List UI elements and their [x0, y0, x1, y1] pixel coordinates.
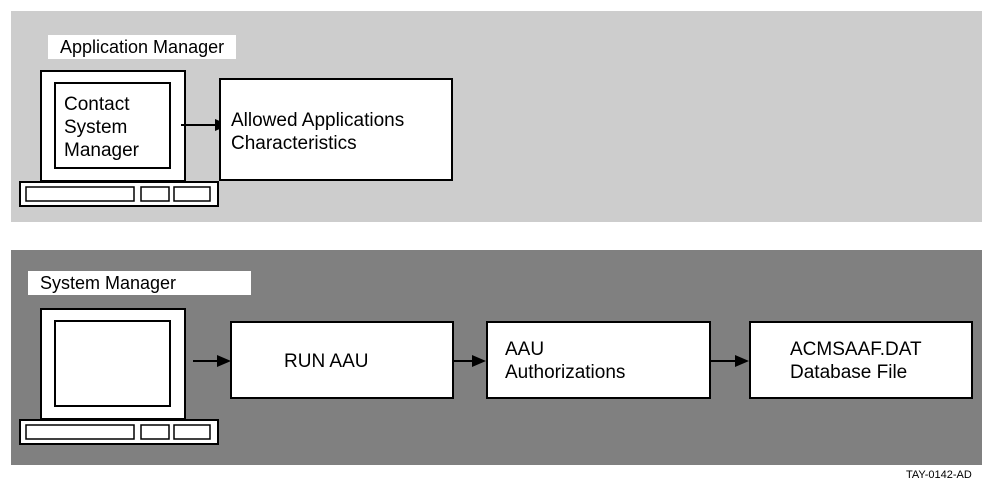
system-manager-panel: System Manager RUN AAU AAU Authorization…	[11, 250, 982, 465]
computer-icon	[19, 308, 219, 445]
application-manager-panel: Application Manager Contact System Manag…	[11, 11, 982, 222]
box-line: Characteristics	[231, 133, 357, 154]
arrow-right-icon	[711, 355, 749, 367]
aau-authorizations-box: AAU Authorizations	[486, 321, 711, 399]
computer-screen-text: Contact System Manager	[64, 93, 139, 162]
box-line: RUN AAU	[284, 351, 369, 372]
application-manager-label: Application Manager	[48, 35, 237, 59]
screen-line: Manager	[64, 140, 139, 161]
arrow-right-icon	[193, 355, 231, 367]
box-line: AAU	[505, 339, 545, 360]
box-line: Authorizations	[505, 362, 626, 383]
figure-tag: TAY-0142-AD	[906, 470, 972, 481]
arrow-right-icon	[454, 355, 486, 367]
system-manager-label: System Manager	[28, 271, 251, 295]
computer-icon	[19, 70, 219, 207]
screen-line: System	[64, 117, 128, 138]
screen-line: Contact	[64, 94, 130, 115]
allowed-applications-box: Allowed Applications Characteristics	[219, 78, 453, 181]
run-aau-box: RUN AAU	[230, 321, 454, 399]
box-line: Database File	[790, 362, 908, 383]
acmsaaf-database-box: ACMSAAF.DAT Database File	[749, 321, 973, 399]
box-line: Allowed Applications	[231, 110, 405, 131]
box-line: ACMSAAF.DAT	[790, 339, 922, 360]
